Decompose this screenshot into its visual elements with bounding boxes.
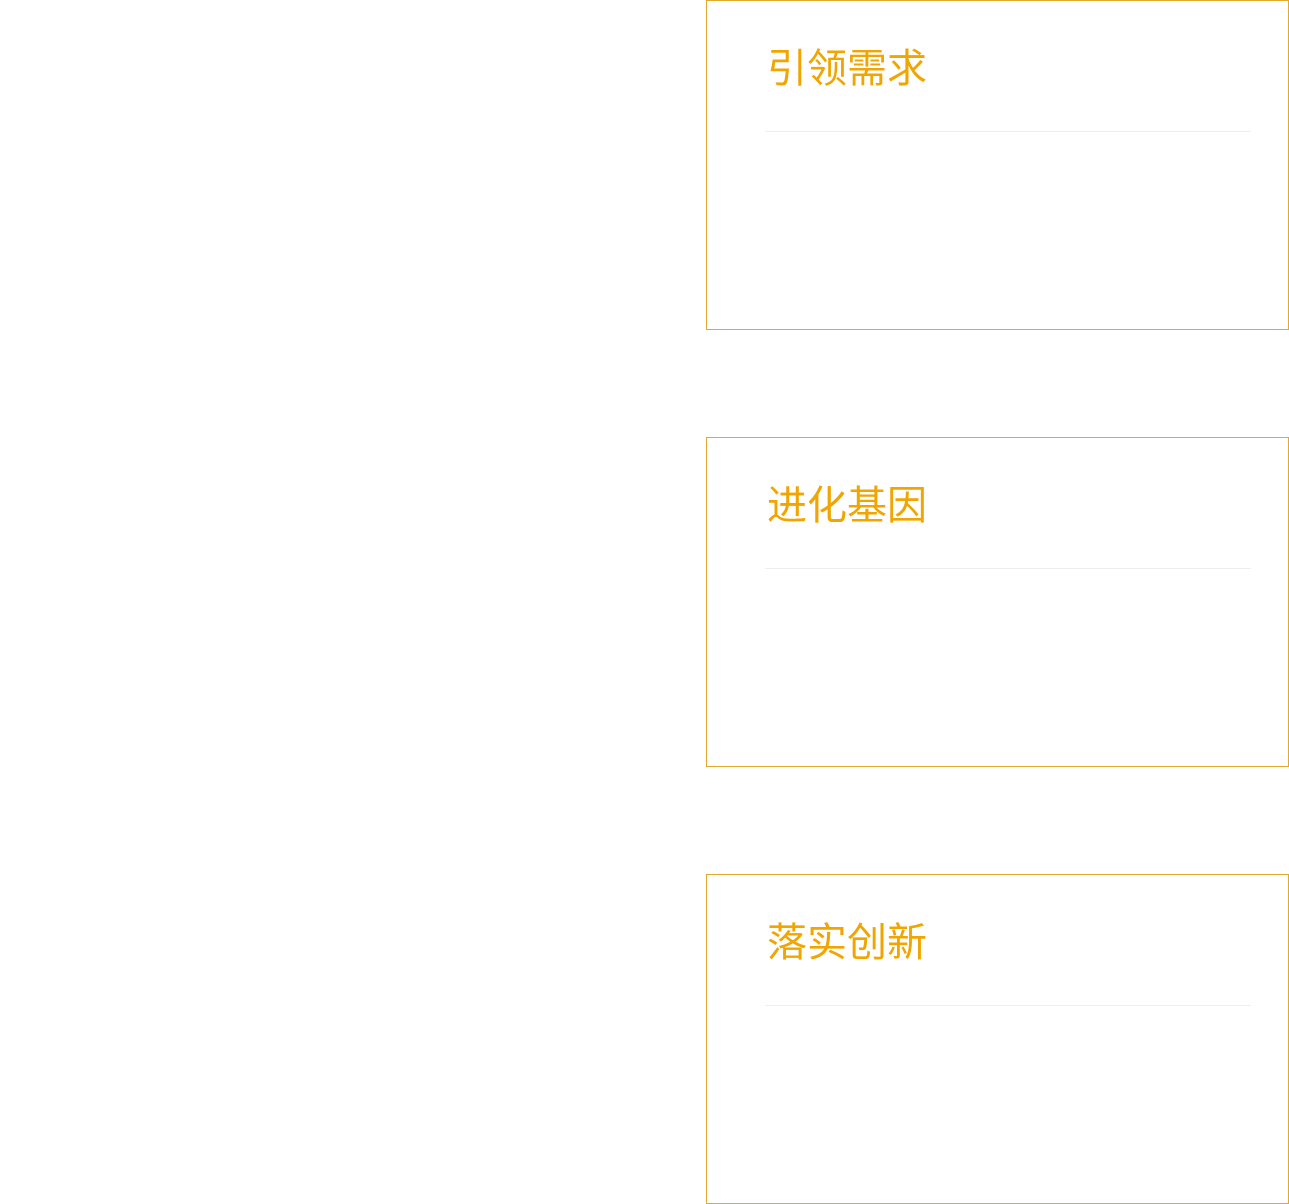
divider <box>765 568 1251 569</box>
card-title: 落实创新 <box>767 920 927 966</box>
card-evolve-genes: 进化基因 <box>706 437 1289 767</box>
card-title: 引领需求 <box>767 46 927 92</box>
divider <box>765 1005 1251 1006</box>
card-lead-demand: 引领需求 <box>706 0 1289 330</box>
card-title: 进化基因 <box>767 483 927 529</box>
divider <box>765 131 1251 132</box>
card-implement-innovation: 落实创新 <box>706 874 1289 1204</box>
